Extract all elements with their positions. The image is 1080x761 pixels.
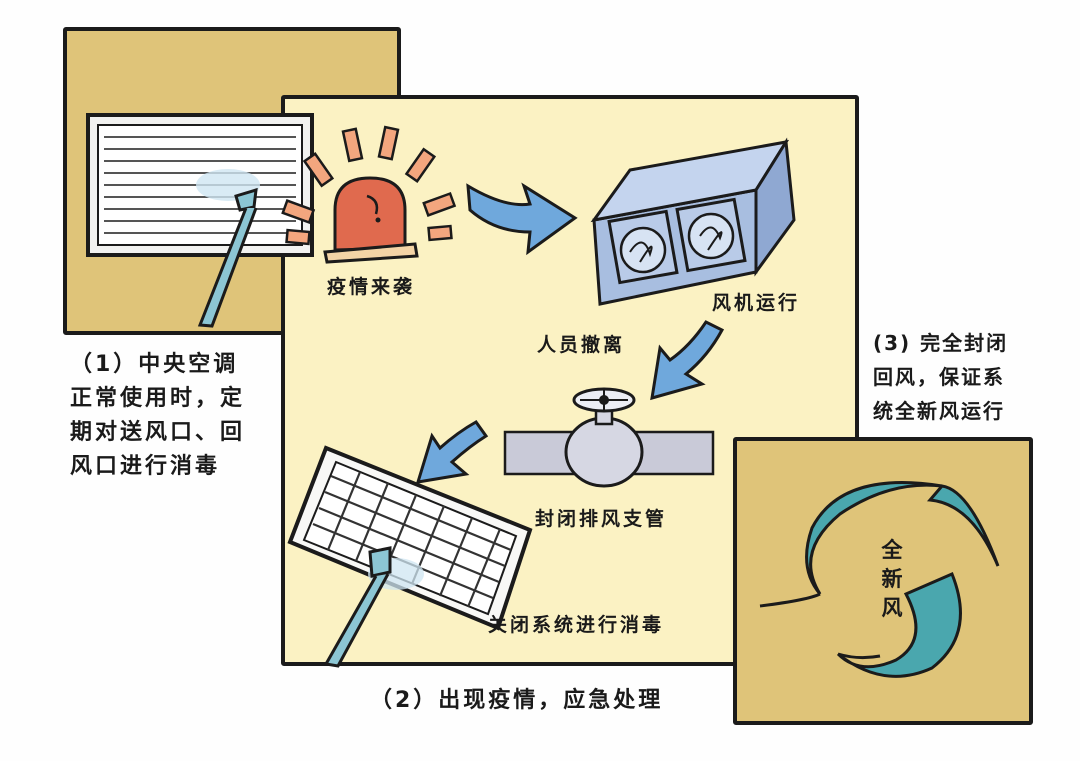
fan-unit-icon bbox=[590, 137, 796, 306]
disinfection-wand-icon bbox=[197, 187, 258, 328]
fresh-air-cycle-icon bbox=[759, 481, 1000, 678]
label-fan-running: 风机运行 bbox=[712, 292, 801, 314]
label-epidemic: 疫情来袭 bbox=[327, 276, 416, 298]
label-evacuate: 人员撤离 bbox=[537, 334, 626, 356]
label-close-exhaust: 封闭排风支管 bbox=[535, 508, 668, 530]
disinfection-wand-icon bbox=[323, 546, 392, 668]
label-disinfect-system: 关闭系统进行消毒 bbox=[488, 614, 665, 636]
caption-routine: （1）中央空调 正常使用时，定 期对送风口、回 风口进行消毒 bbox=[70, 352, 246, 479]
valve-pipe-icon bbox=[503, 387, 715, 488]
alarm-light-icon bbox=[281, 125, 457, 264]
arrow-down-left-icon bbox=[415, 420, 489, 484]
arrow-down-icon bbox=[650, 320, 725, 401]
caption-emergency: （2）出现疫情，应急处理 bbox=[370, 688, 664, 713]
wall-vent-icon bbox=[86, 113, 314, 257]
arrow-right-icon bbox=[466, 182, 578, 256]
label-fresh-air: 全 新 风 bbox=[881, 538, 903, 620]
caption-fresh-air: (3) 完全封闭 回风，保证系 统全新风运行 bbox=[873, 331, 1009, 423]
air-grille-icon bbox=[287, 445, 533, 631]
